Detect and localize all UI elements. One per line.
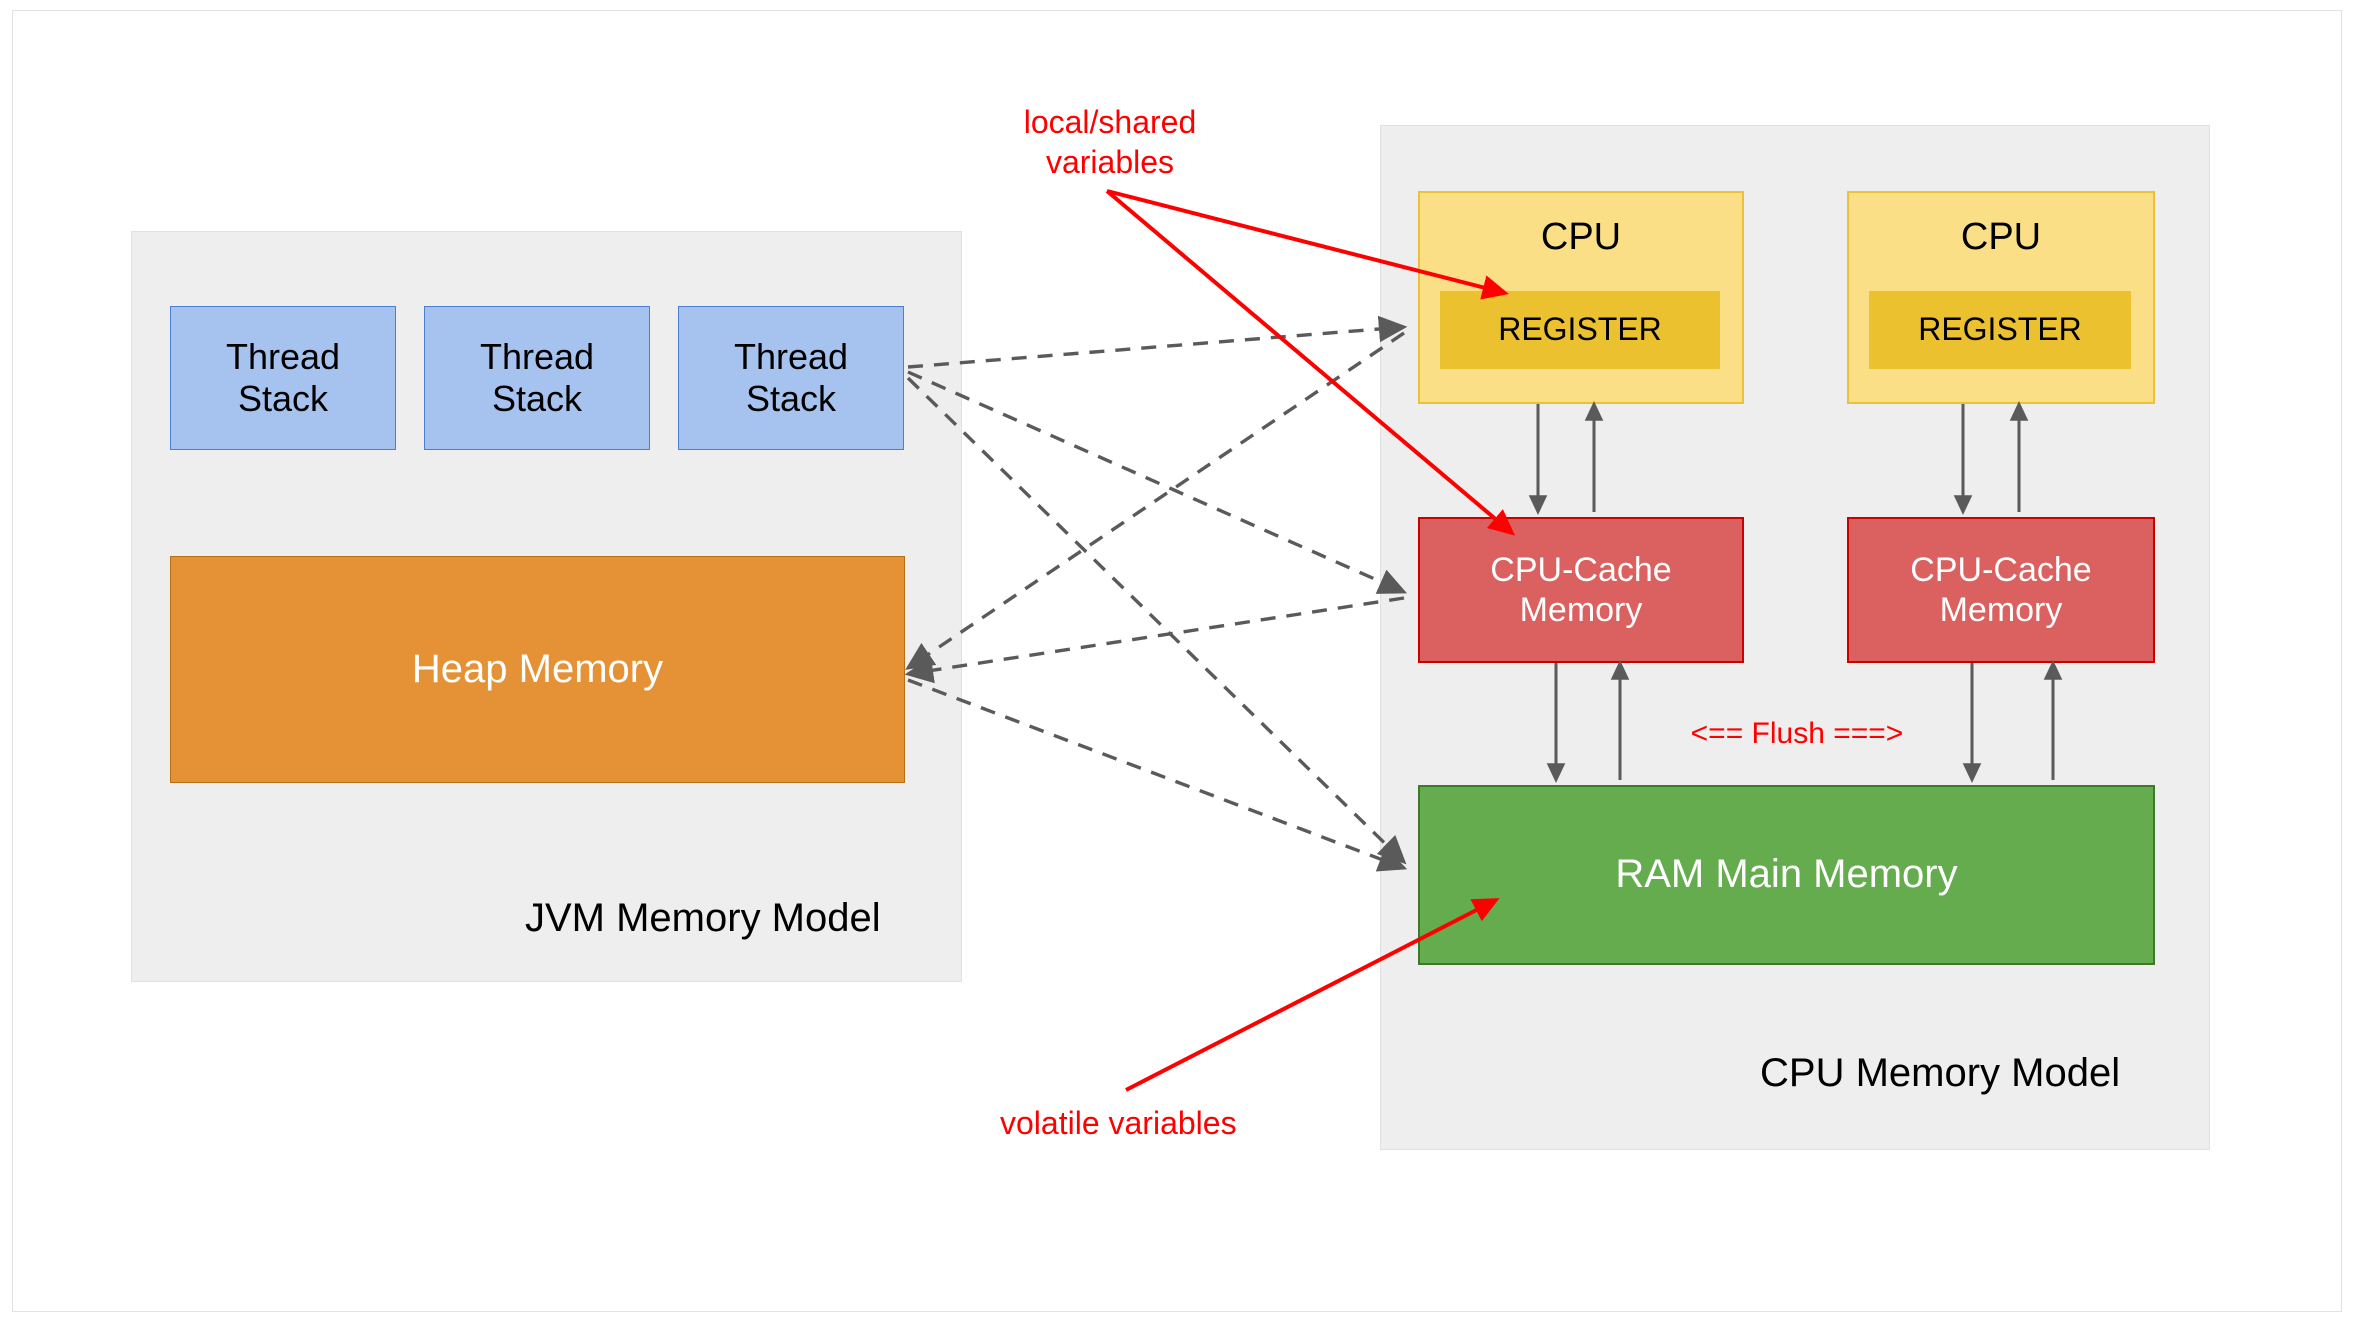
cpu-cache-memory-box-2[interactable]: CPU-Cache Memory [1847,517,2155,663]
register-box-1[interactable]: REGISTER [1440,291,1720,369]
cpu-cache-memory-box-1[interactable]: CPU-Cache Memory [1418,517,1744,663]
heap-memory-box[interactable]: Heap Memory [170,556,905,783]
thread-stack-box-1[interactable]: Thread Stack [170,306,396,450]
cpu-label-1: CPU [1540,216,1622,258]
thread-stack-box-2[interactable]: Thread Stack [424,306,650,450]
jvm-panel-title: JVM Memory Model [525,896,881,940]
cpu-box-1[interactable]: CPU REGISTER [1418,191,1744,404]
register-box-2[interactable]: REGISTER [1869,291,2131,369]
flush-label: <== Flush ===> [1690,717,1904,750]
cpu-panel-title: CPU Memory Model [1760,1051,2121,1095]
thread-stack-box-3[interactable]: Thread Stack [678,306,904,450]
local-shared-variables-label: local/shared variables [1023,104,1197,180]
ram-main-memory-box[interactable]: RAM Main Memory [1418,785,2155,965]
cpu-label-2: CPU [1960,216,2042,258]
volatile-variables-label: volatile variables [1000,1105,1237,1141]
cpu-box-2[interactable]: CPU REGISTER [1847,191,2155,404]
